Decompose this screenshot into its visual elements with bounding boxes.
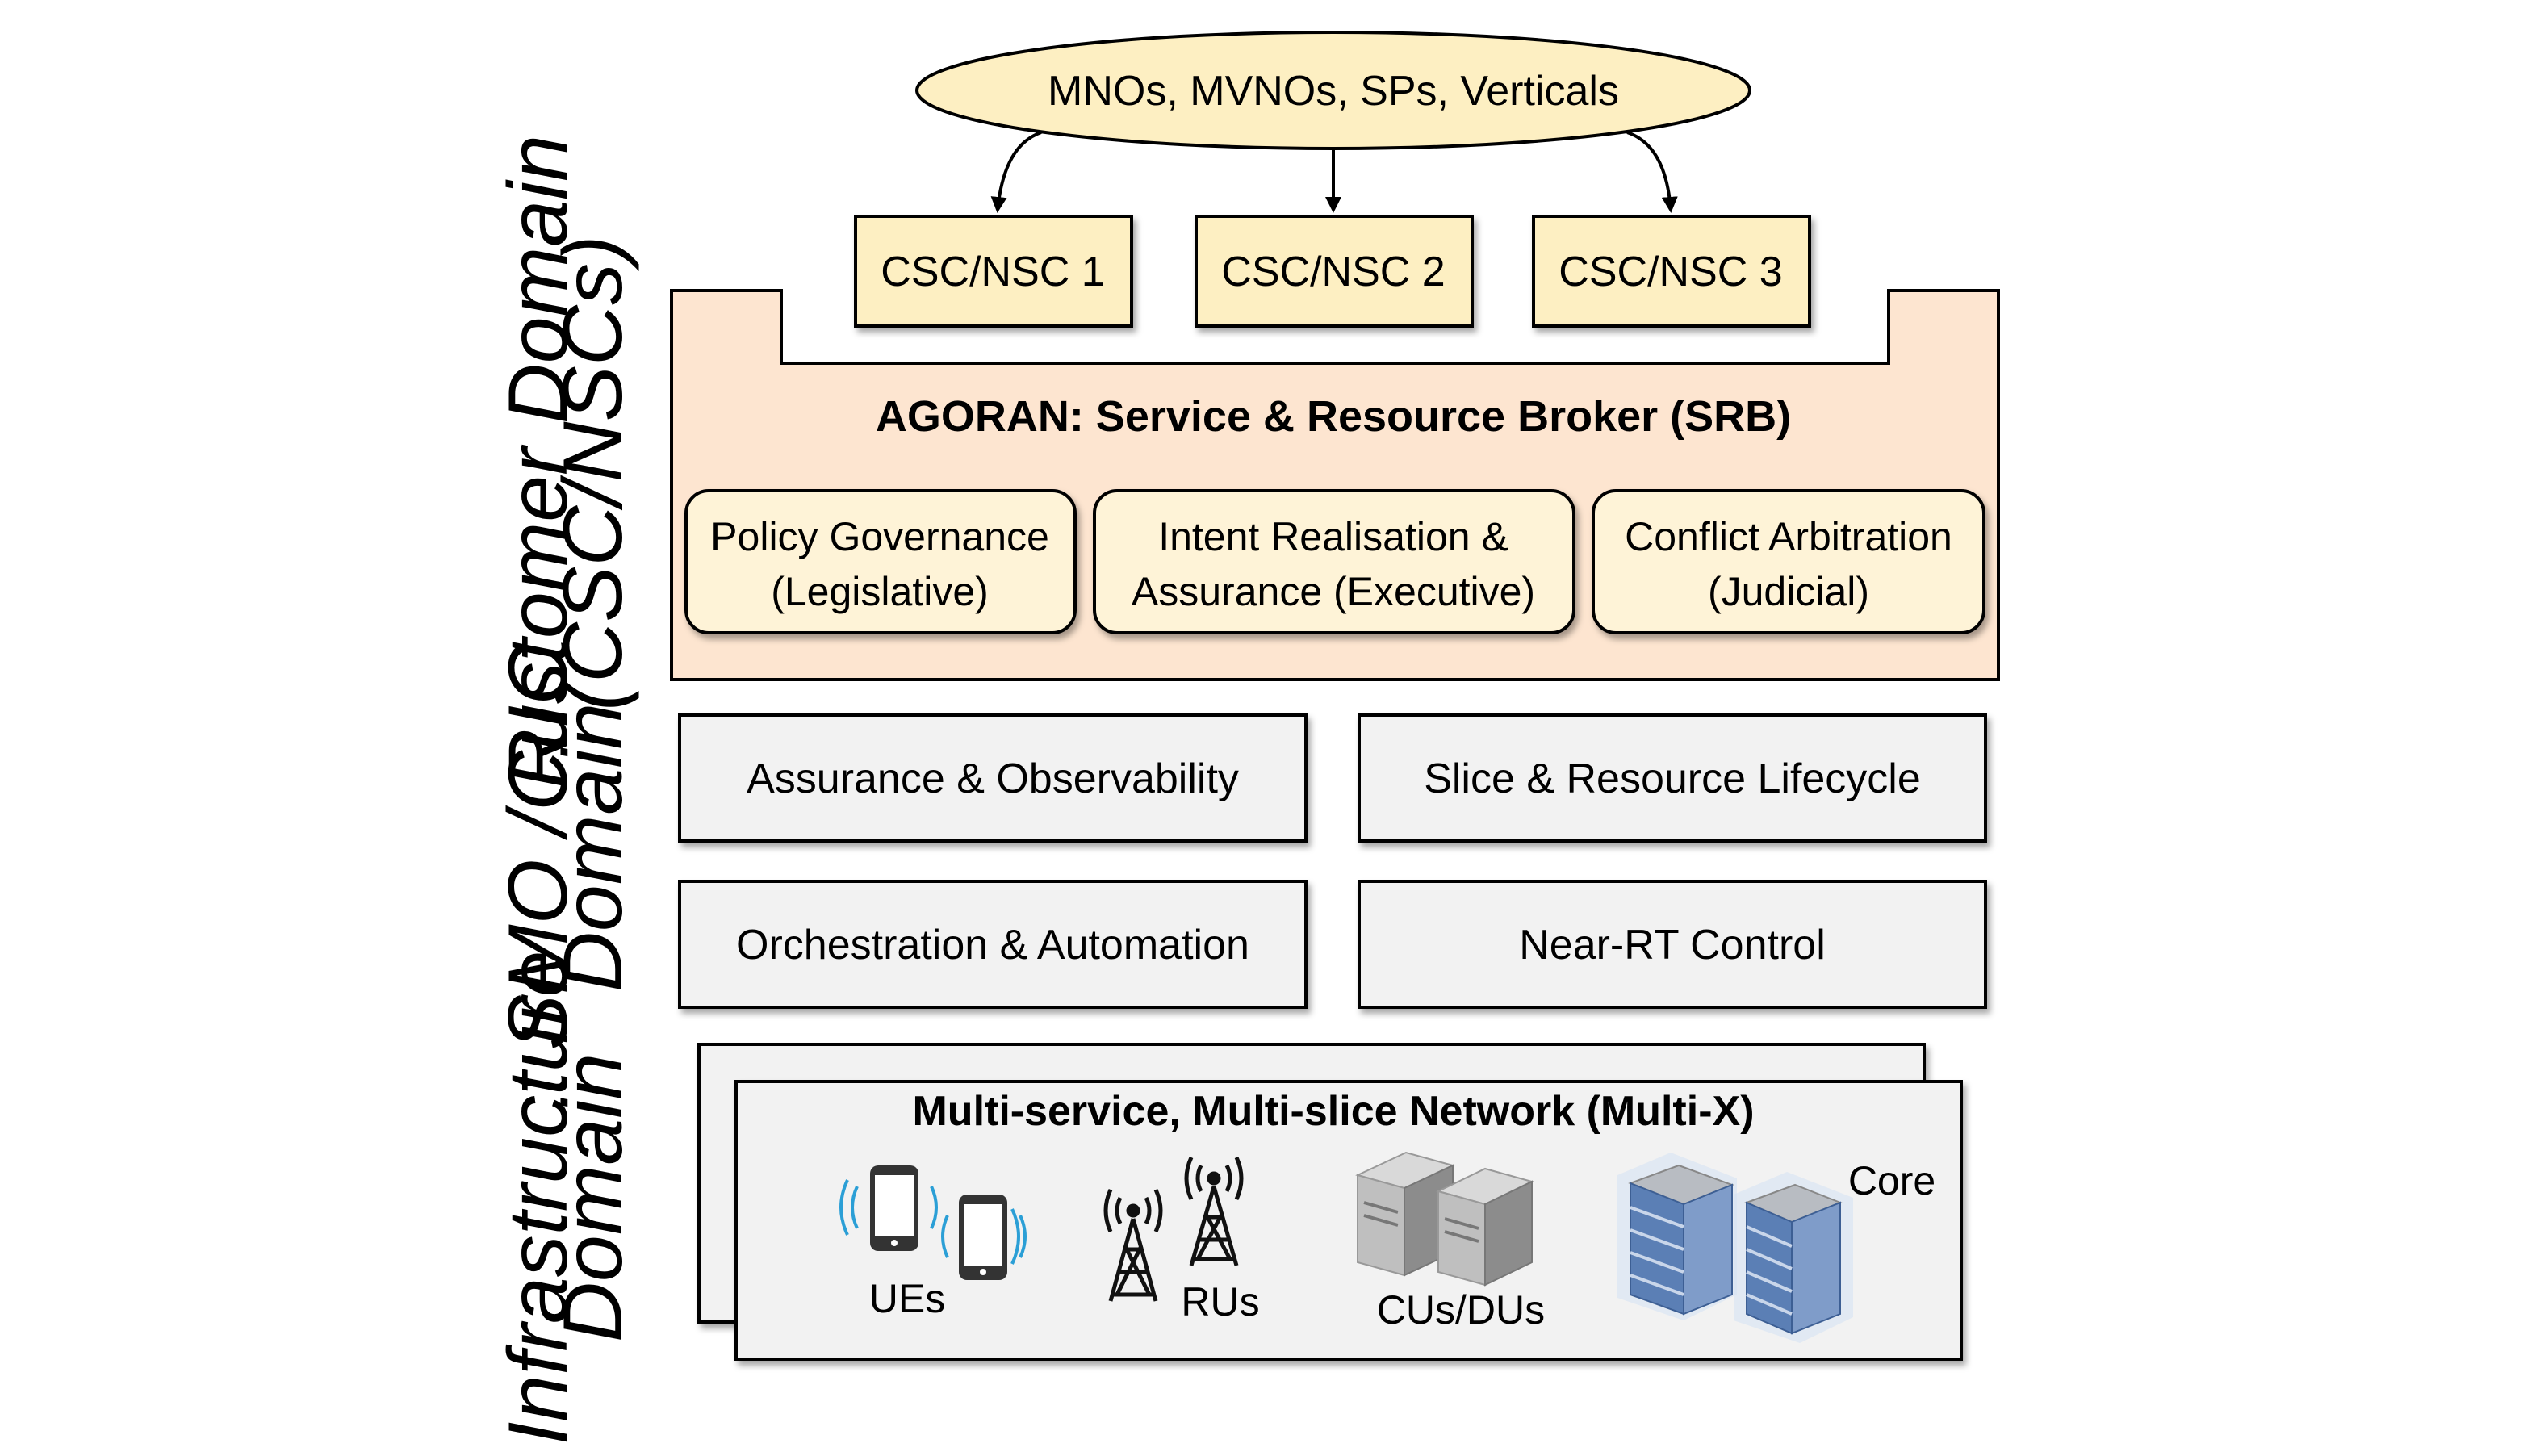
slice-resource-lifecycle-label: Slice & Resource Lifecycle	[1424, 755, 1921, 802]
csc-nsc-3-label: CSC/NSC 3	[1559, 249, 1782, 295]
orchestration-automation-box: Orchestration & Automation	[678, 880, 1308, 1009]
policy-governance-module: Policy Governance (Legislative)	[684, 489, 1077, 634]
csc-nsc-3-box: CSC/NSC 3	[1532, 215, 1811, 328]
intent-realisation-line-2: Assurance (Executive)	[1132, 569, 1535, 614]
near-rt-control-box: Near-RT Control	[1358, 880, 1987, 1009]
customer-domain-line-2: (CSC/NSCs)	[546, 235, 640, 710]
arrow-to-csc-1	[990, 131, 1042, 213]
phone-icon	[839, 1165, 938, 1251]
csc-nsc-1-label: CSC/NSC 1	[881, 249, 1104, 295]
arrow-to-csc-3	[1626, 131, 1678, 213]
top-actor-label: MNOs, MVNOs, SPs, Verticals	[1048, 68, 1619, 115]
assurance-observability-label: Assurance & Observability	[747, 755, 1239, 802]
cus-dus-label: CUs/DUs	[1377, 1287, 1545, 1333]
infrastructure-domain-label: Infrastructure Domain	[492, 951, 640, 1446]
smo-ric-domain-line-2: Domain	[546, 703, 640, 992]
top-actor-node: MNOs, MVNOs, SPs, Verticals	[915, 31, 1751, 150]
infrastructure-domain-line-2: Domain	[546, 1053, 640, 1342]
conflict-arbitration-module: Conflict Arbitration (Judicial)	[1592, 489, 1985, 634]
srb-broker-title: AGORAN: Service & Resource Broker (SRB)	[876, 392, 1791, 441]
radio-tower-icon	[1184, 1156, 1244, 1266]
conflict-arbitration-line-1: Conflict Arbitration	[1625, 514, 1952, 559]
csc-nsc-2-label: CSC/NSC 2	[1221, 249, 1445, 295]
intent-realisation-module: Intent Realisation & Assurance (Executiv…	[1093, 489, 1575, 634]
csc-nsc-2-box: CSC/NSC 2	[1195, 215, 1474, 328]
smo-ric-domain-line-1: SMO / RIC	[492, 644, 585, 1051]
policy-governance-line-2: (Legislative)	[771, 569, 989, 614]
server-rack-icon	[1734, 1172, 1853, 1343]
server-icon	[1436, 1167, 1534, 1287]
csc-nsc-1-box: CSC/NSC 1	[854, 215, 1133, 328]
ues-label: UEs	[869, 1276, 945, 1321]
actor-arrows	[990, 131, 1678, 213]
infrastructure-domain-line-1: Infrastructure	[492, 951, 585, 1446]
smo-ric-domain-label: SMO / RIC Domain	[492, 644, 640, 1051]
rus-label: RUs	[1181, 1279, 1259, 1324]
policy-governance-line-1: Policy Governance	[710, 514, 1049, 559]
slice-resource-lifecycle-box: Slice & Resource Lifecycle	[1358, 713, 1987, 843]
server-rack-icon	[1617, 1153, 1737, 1320]
assurance-observability-box: Assurance & Observability	[678, 713, 1308, 843]
orchestration-automation-label: Orchestration & Automation	[736, 922, 1249, 969]
phone-icon	[941, 1195, 1027, 1280]
customer-domain-line-1: Customer Domain	[492, 135, 585, 811]
core-label: Core	[1848, 1158, 1935, 1203]
near-rt-control-label: Near-RT Control	[1519, 922, 1826, 969]
infrastructure-title: Multi-service, Multi-slice Network (Mult…	[912, 1088, 1754, 1135]
intent-realisation-line-1: Intent Realisation &	[1158, 514, 1508, 559]
conflict-arbitration-line-2: (Judicial)	[1708, 569, 1869, 614]
radio-tower-icon	[1103, 1188, 1163, 1302]
customer-domain-label: Customer Domain (CSC/NSCs)	[492, 135, 640, 811]
